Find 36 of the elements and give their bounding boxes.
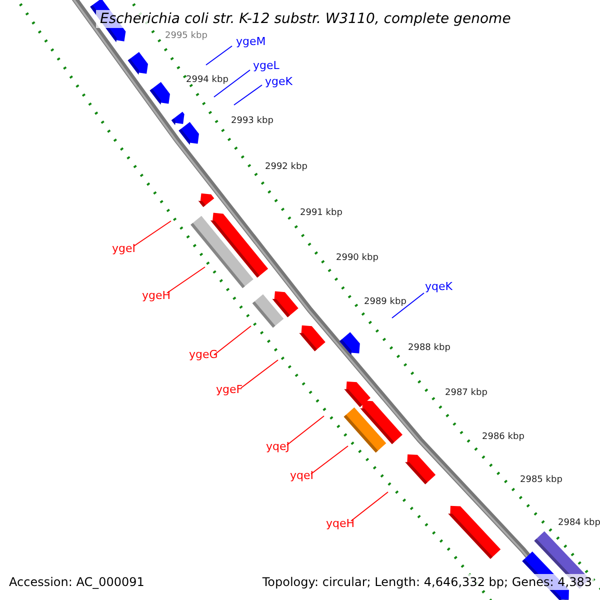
leader-line xyxy=(166,266,206,294)
scale-label: 2991 kbp xyxy=(300,209,342,218)
gene-label: ygeK xyxy=(265,76,292,87)
scale-label: 2989 kbp xyxy=(364,298,406,307)
gene-label: ygeF xyxy=(216,384,243,395)
scale-label: 2988 kbp xyxy=(408,344,450,353)
gene-label: yqeI xyxy=(290,470,314,481)
genome-summary-text: Topology: circular; Length: 4,646,332 bp; Genes: 4,383 xyxy=(260,574,594,590)
leader-line xyxy=(310,446,348,474)
leader-line xyxy=(134,220,172,246)
leader-line xyxy=(240,360,278,388)
leader-line xyxy=(214,70,250,98)
scale-label: 2986 kbp xyxy=(482,433,524,442)
gene-label: ygeH xyxy=(142,290,171,301)
scale-label: 2995 kbp xyxy=(165,32,208,41)
leader-line xyxy=(286,416,324,446)
scale-label: 2993 kbp xyxy=(231,117,274,126)
leader-line xyxy=(234,84,262,106)
scale-label: 2992 kbp xyxy=(265,163,308,172)
leader-line xyxy=(206,46,232,66)
scale-label: 2987 kbp xyxy=(445,389,488,398)
scale-label: 2984 kbp xyxy=(558,519,600,528)
gene-label: ygeL xyxy=(253,60,280,71)
gene-label: ygeM xyxy=(236,36,266,47)
gene-label: ygeG xyxy=(189,349,218,360)
scale-label: 2994 kbp xyxy=(186,76,228,85)
leader-line xyxy=(392,292,424,318)
gene-label: yqeH xyxy=(326,518,355,529)
accession-text: Accession: AC_000091 xyxy=(9,576,144,588)
gene-label: ygeI xyxy=(112,243,136,254)
scale-label: 2985 kbp xyxy=(520,476,562,485)
gene-label: yqeK xyxy=(425,281,452,292)
leader-line xyxy=(214,326,252,356)
gene-label: yqeJ xyxy=(266,441,290,452)
leader-line xyxy=(350,492,388,522)
scale-label: 2990 kbp xyxy=(336,254,378,263)
